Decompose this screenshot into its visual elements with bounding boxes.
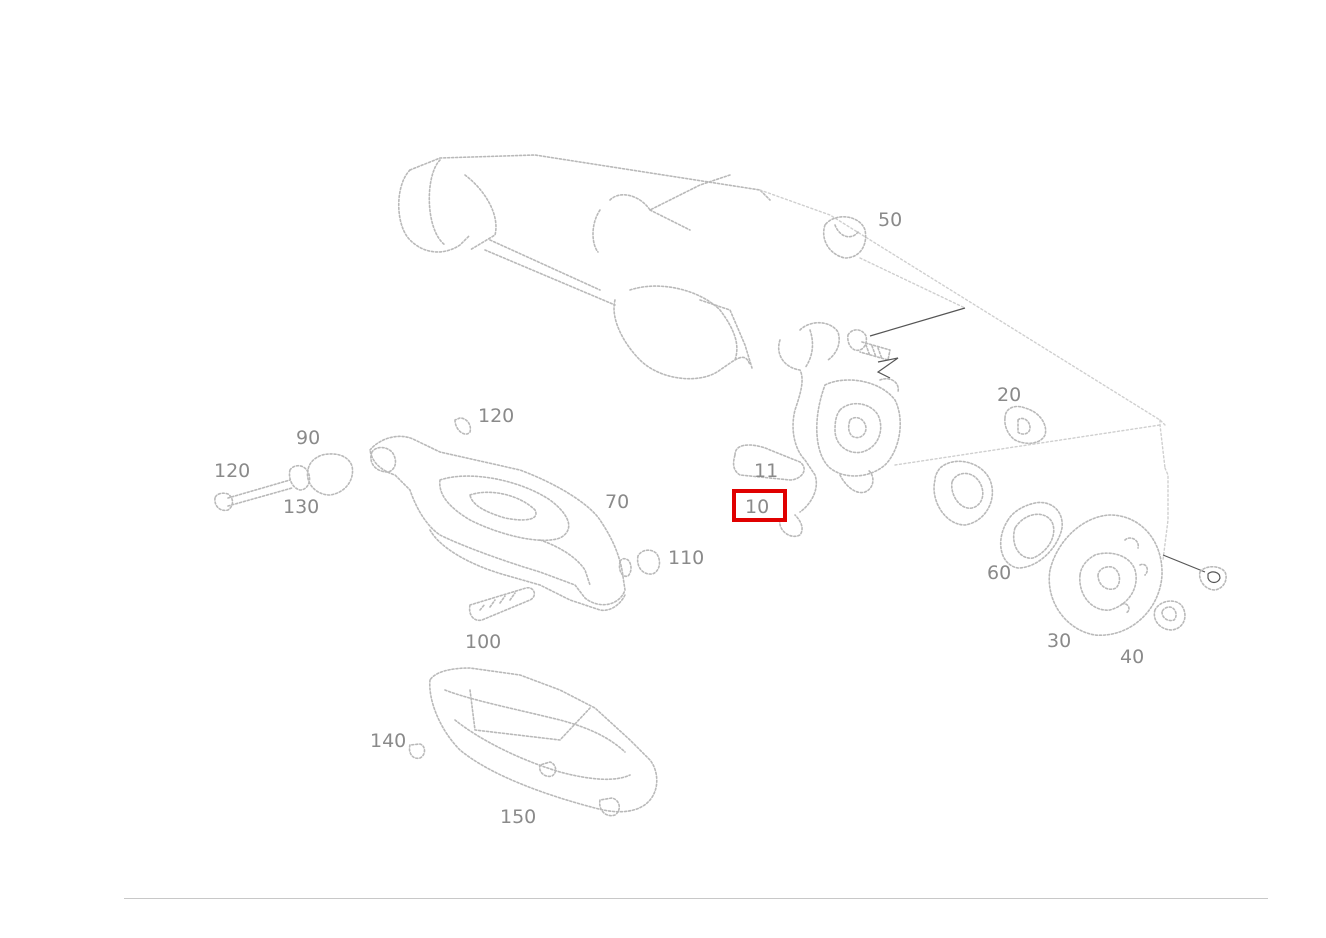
- highlight-box: [732, 489, 787, 522]
- lower-control-arm: [369, 435, 626, 612]
- bolt-110: [618, 549, 661, 578]
- callout-40[interactable]: 40: [1120, 646, 1144, 668]
- callout-140[interactable]: 140: [370, 730, 406, 752]
- highlighted-callout-10[interactable]: 10: [732, 489, 787, 522]
- callout-120-left[interactable]: 120: [214, 460, 250, 482]
- callout-20[interactable]: 20: [997, 384, 1021, 406]
- callout-50[interactable]: 50: [878, 209, 902, 231]
- knuckle-bolt: [847, 307, 966, 393]
- wheel-hub: [1048, 514, 1163, 636]
- bolt-100: [468, 586, 536, 622]
- hub-bolt: [1162, 554, 1227, 591]
- callout-30[interactable]: 30: [1047, 630, 1071, 652]
- steering-knuckle: [732, 321, 901, 538]
- bushing-20: [894, 405, 1161, 466]
- callout-110[interactable]: 110: [668, 547, 704, 569]
- callout-150[interactable]: 150: [500, 806, 536, 828]
- callout-130[interactable]: 130: [283, 496, 319, 518]
- callout-90[interactable]: 90: [296, 427, 320, 449]
- callout-120[interactable]: 120: [478, 405, 514, 427]
- callout-60[interactable]: 60: [987, 562, 1011, 584]
- callout-10[interactable]: 10: [745, 496, 769, 518]
- drive-shaft-assembly: [397, 154, 1166, 426]
- callout-70[interactable]: 70: [605, 491, 629, 513]
- lower-shield-plate: [408, 667, 658, 817]
- wheel-bearing: [933, 419, 1169, 569]
- callout-labels: 50 20 11 60 30 40 90 120 120 130 70 110 …: [214, 209, 1144, 828]
- footer-divider: [124, 898, 1268, 899]
- arm-bushing-bolt: [214, 417, 472, 512]
- hub-nut: [1153, 600, 1186, 631]
- callout-11[interactable]: 11: [754, 460, 778, 482]
- callout-100[interactable]: 100: [465, 631, 501, 653]
